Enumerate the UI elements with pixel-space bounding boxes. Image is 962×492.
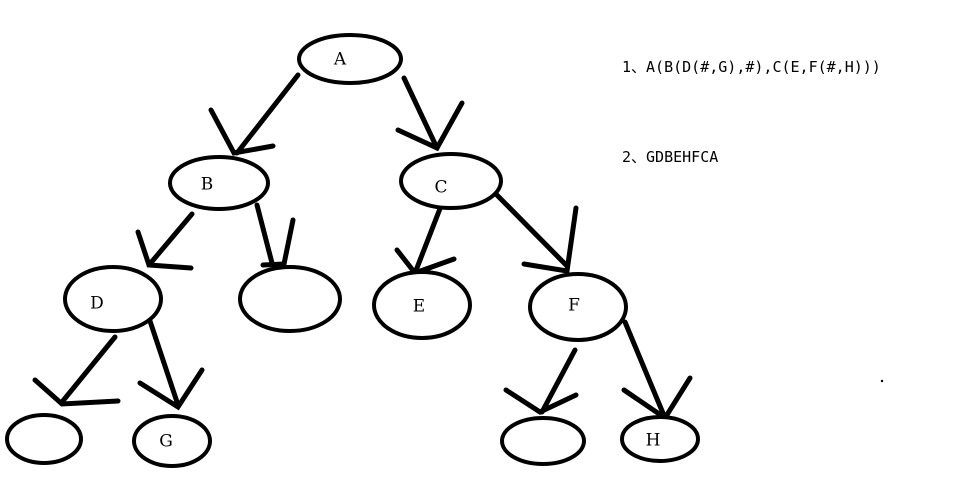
node-f-label: F bbox=[568, 296, 580, 316]
edge-f-h bbox=[621, 319, 693, 422]
node-empty-f-left bbox=[500, 416, 586, 466]
edge-f-empty bbox=[503, 347, 579, 415]
node-a: A bbox=[297, 33, 403, 85]
node-b: B bbox=[168, 155, 270, 211]
edge-b-d bbox=[135, 211, 195, 271]
node-empty-d-left bbox=[5, 413, 83, 465]
edge-a-b bbox=[208, 72, 301, 156]
node-h: H bbox=[620, 415, 700, 463]
node-a-label: A bbox=[333, 50, 347, 70]
node-c-label: C bbox=[434, 178, 447, 198]
edge-d-empty bbox=[32, 334, 121, 407]
node-g-label: G bbox=[159, 432, 173, 452]
edge-a-c bbox=[395, 75, 465, 152]
note-postorder: 2、GDBEHFCA bbox=[622, 148, 718, 166]
stray-dot bbox=[880, 379, 884, 383]
edge-c-e bbox=[394, 203, 457, 276]
edge-b-empty bbox=[254, 202, 296, 268]
node-b-label: B bbox=[201, 175, 214, 195]
node-g: G bbox=[132, 414, 212, 468]
node-h-label: H bbox=[646, 431, 661, 451]
note-generalized-list: 1、A(B(D(#,G),#),C(E,F(#,H))) bbox=[622, 58, 881, 76]
node-d: D bbox=[63, 265, 163, 333]
node-e: E bbox=[372, 270, 472, 340]
node-c: C bbox=[399, 152, 503, 210]
node-d-label: D bbox=[90, 294, 104, 314]
node-f: F bbox=[528, 272, 628, 342]
edge-d-g bbox=[137, 318, 205, 411]
edge-c-f bbox=[487, 185, 579, 274]
node-e-label: E bbox=[413, 297, 425, 317]
node-empty-b-right bbox=[238, 265, 342, 333]
